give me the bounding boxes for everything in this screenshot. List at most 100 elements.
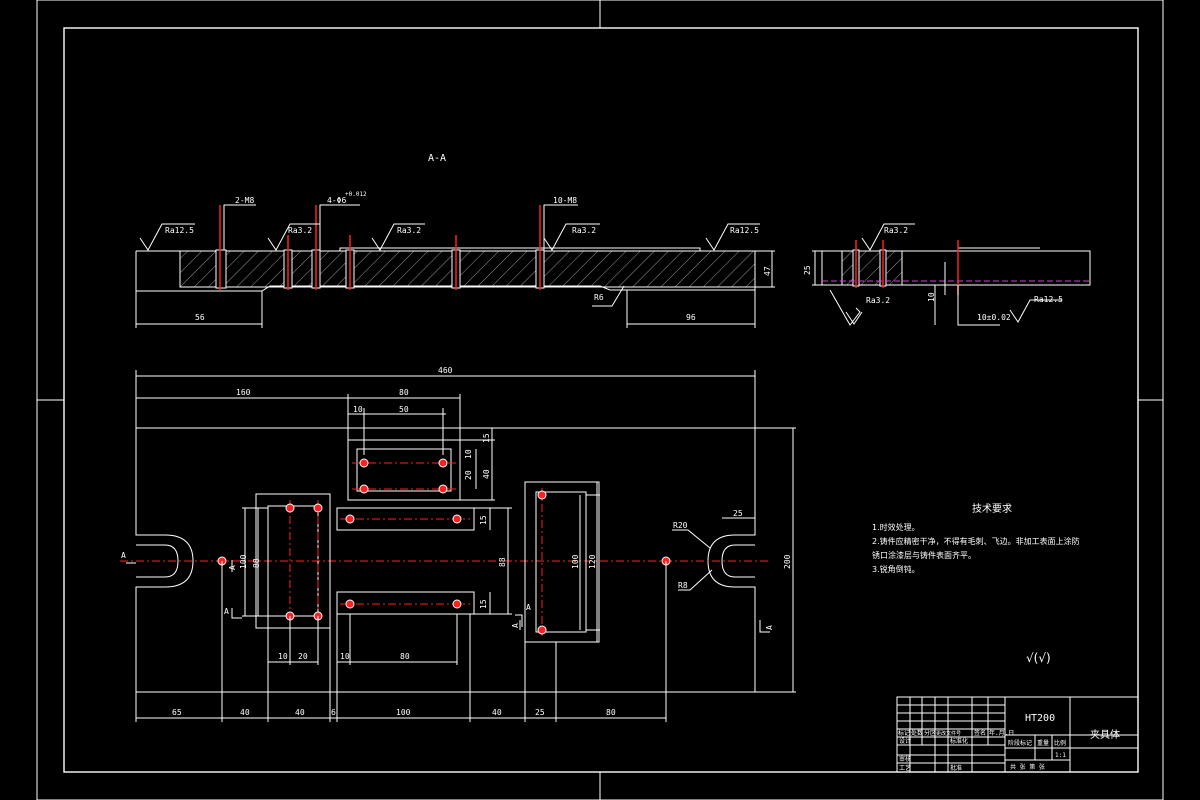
roughness-symbol — [139, 223, 195, 251]
tech-requirements: 技术要求 1.时效处理。 2.铸件应精密干净，不得有毛刺、飞边。非加工表面上涂防… — [872, 503, 1112, 577]
side-outline — [821, 250, 1091, 286]
tb-design: 设计 — [899, 737, 911, 745]
tech-line: 锈口涂漆层与铸件表面齐平。 — [872, 551, 976, 560]
bolt-hole — [537, 625, 547, 635]
dim-15-a: 15 — [482, 433, 491, 443]
tb-row-label: 更改文件号 — [936, 730, 961, 737]
section-mark-a: A — [228, 565, 237, 570]
side-hatch — [841, 250, 903, 286]
dim-bot-40-a: 40 — [240, 708, 250, 717]
tb-review: 审核 — [899, 755, 911, 763]
tb-row-label: 签名 — [974, 729, 986, 737]
tb-weight: 重量 — [1037, 739, 1049, 747]
hole-cut-1 — [215, 249, 227, 289]
pad-left — [255, 493, 331, 629]
pad-mid-bottom — [336, 591, 475, 615]
bolt-hole — [452, 514, 462, 524]
dim-b10-2: 10 — [340, 652, 350, 661]
section-marker — [515, 614, 523, 627]
pad-top-inner — [356, 448, 452, 492]
section-mark-a: A — [526, 603, 531, 612]
dim-bot-25: 25 — [535, 708, 545, 717]
side-small-dim: 10 — [927, 292, 936, 302]
left-len-dim: 56 — [195, 313, 205, 322]
tb-process: 工艺 — [899, 764, 911, 772]
section-marker — [759, 620, 770, 633]
dim-100-right: 100 — [571, 554, 580, 569]
section-title: A-A — [428, 153, 446, 164]
roughness-label: Ra12.5 — [165, 226, 194, 235]
general-surface-symbol: √(√) — [1026, 651, 1051, 665]
dim-40-a: 40 — [482, 469, 491, 479]
roughness-symbol — [845, 311, 863, 325]
material-label: HT200 — [1025, 713, 1055, 724]
slot-inner-left — [136, 544, 179, 578]
side-tol-dim: 10±0.02 — [977, 313, 1011, 322]
dim-100-left: 100 — [239, 554, 248, 569]
dim-10-top: 10 — [353, 405, 363, 414]
dim-50: 50 — [399, 405, 409, 414]
thread-c-label: 10-M8 — [553, 196, 577, 205]
bolt-hole — [537, 490, 547, 500]
section-mark-a: A — [765, 625, 774, 630]
roughness-symbol — [267, 223, 320, 251]
dim-bot-6: 6 — [331, 708, 336, 717]
roughness-label: Ra3.2 — [397, 226, 421, 235]
tech-line: 1.时效处理。 — [872, 523, 920, 532]
dim-88: 88 — [498, 557, 507, 567]
roughness-symbol — [705, 223, 760, 251]
roughness-label: Ra12.5 — [730, 226, 759, 235]
title-block: 标记 处数 分区 更改文件号 签名 年.月.日 设计 标准化 审核 工艺 批准 … — [896, 696, 1139, 773]
dim-120-right: 120 — [588, 554, 597, 569]
bolt-hole — [285, 503, 295, 513]
dim-b80: 80 — [400, 652, 410, 661]
bolt-hole — [313, 503, 323, 513]
side-view: 25 Ra3.2 Ra3.2 10 10±0.02 Ra12.5 — [803, 223, 1091, 326]
radius-20: R20 — [673, 521, 688, 530]
bolt-hole — [359, 458, 369, 468]
dim-bot-80: 80 — [606, 708, 616, 717]
dim-20-a: 20 — [464, 470, 473, 480]
tb-approve: 批准 — [950, 764, 962, 772]
leader — [543, 204, 578, 250]
tb-row-label: 处数 — [911, 729, 923, 737]
bolt-hole — [345, 599, 355, 609]
thread-b-tol: +0.012 — [345, 191, 367, 198]
roughness-symbol — [861, 223, 915, 251]
bolt-hole — [452, 599, 462, 609]
tech-line: 2.铸件应精密干净，不得有毛刺、飞边。非加工表面上涂防 — [872, 537, 1080, 546]
tb-row-label: 标记 — [898, 729, 910, 737]
roughness-symbol — [1009, 299, 1062, 323]
right-len-dim: 96 — [686, 313, 696, 322]
dim-25-top: 25 — [733, 509, 743, 518]
thread-b-label: 4-Φ6 — [327, 196, 346, 205]
chamfer-label: R6 — [594, 293, 604, 302]
section-marker — [231, 608, 242, 619]
sheet-outline — [36, 0, 1164, 800]
dim-ext — [957, 285, 1000, 326]
dim-bot-40-c: 40 — [492, 708, 502, 717]
tb-scale-val: 1:1 — [1055, 752, 1066, 759]
overall-length-dim: 460 — [438, 366, 453, 375]
leader — [592, 285, 625, 307]
tb-stage: 阶段标记 — [1008, 739, 1032, 747]
bolt-hole — [438, 458, 448, 468]
bolt-hole — [345, 514, 355, 524]
roughness-label: Ra3.2 — [572, 226, 596, 235]
drawing-border — [63, 27, 1139, 773]
dim-b10: 10 — [278, 652, 288, 661]
pad-right — [524, 481, 600, 643]
roughness-symbol — [543, 223, 600, 251]
dim-10-b: 10 — [464, 449, 473, 459]
section-mark-a: A — [511, 623, 520, 628]
pad-mid-top — [336, 507, 475, 531]
leader — [319, 204, 360, 250]
leader — [672, 529, 711, 549]
pad-top — [347, 439, 461, 501]
bolt-hole — [438, 484, 448, 494]
pad-right-inner — [535, 491, 587, 633]
roughness-label: Ra3.2 — [884, 226, 908, 235]
roughness-leader — [829, 289, 861, 326]
section-mark-a: A — [224, 607, 229, 616]
